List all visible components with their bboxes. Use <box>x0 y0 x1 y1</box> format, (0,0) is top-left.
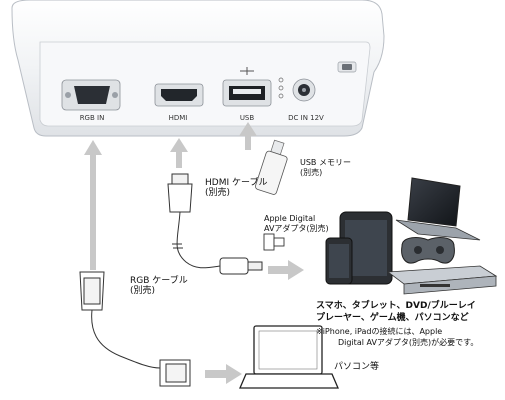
arrow-right-adapter <box>268 260 304 280</box>
iphone-ipad-note-line2: Digital AVアダプタ(別売)が必要です。 <box>338 338 479 347</box>
devices-caption-line2: プレーヤー、ゲーム機、パソコンなど <box>316 313 469 323</box>
apple-adapter-label-line2: AVアダプタ(別売) <box>264 224 329 233</box>
hdmi-cable <box>167 173 263 275</box>
hdmi-cable-label: HDMI ケーブル (別売) <box>205 178 267 198</box>
usb-memory-label: USB メモリー (別売) <box>300 158 351 178</box>
devices-caption-line1: スマホ、タブレット、DVD/ブルーレイ <box>316 301 476 311</box>
rgb-cable <box>79 271 191 387</box>
iphone-ipad-note-line1: ※iPhone, iPadの接続には、Apple <box>316 327 443 336</box>
arrow-right-pc <box>205 364 242 384</box>
usb-memory-label-line2: (別売) <box>300 168 323 177</box>
port-label-usb: USB <box>239 114 255 122</box>
usb-port <box>222 67 272 107</box>
arrow-up-rgb <box>84 140 102 270</box>
rgb-cable-label: RGB ケーブル (別売) <box>130 276 188 296</box>
usb-memory-stick <box>255 139 288 195</box>
dc-port <box>292 78 316 102</box>
apple-av-adapter <box>263 233 285 251</box>
port-label-hdmi: HDMI <box>168 114 188 122</box>
rgb-cable-label-line1: RGB ケーブル <box>130 276 188 286</box>
hdmi-cable-label-line1: HDMI ケーブル <box>205 178 268 188</box>
port-label-dc: DC IN 12V <box>288 114 324 122</box>
arrow-up-hdmi <box>170 138 188 168</box>
laptop-pc <box>239 325 339 389</box>
rgb-cable-label-line2: (別売) <box>130 286 156 296</box>
devices-caption: スマホ、タブレット、DVD/ブルーレイ プレーヤー、ゲーム機、パソコンなど <box>316 300 476 324</box>
apple-adapter-label-line1: Apple Digital <box>264 214 316 223</box>
hdmi-cable-label-line2: (別売) <box>205 188 231 198</box>
pc-label: パソコン等 <box>334 362 380 372</box>
smartphone-icon <box>325 237 353 285</box>
apple-adapter-label: Apple Digital AVアダプタ(別売) <box>264 214 329 234</box>
status-leds <box>278 77 284 99</box>
arrow-up-usb <box>239 122 257 150</box>
iphone-ipad-note: ※iPhone, iPadの接続には、Apple Digital AVアダプタ(… <box>316 326 478 348</box>
laptop-device <box>395 177 481 241</box>
port-label-rgb: RGB IN <box>79 114 105 122</box>
dvd-player <box>386 265 498 295</box>
usb-memory-label-line1: USB メモリー <box>300 158 351 167</box>
rgb-port <box>61 79 121 111</box>
game-controller <box>401 237 455 264</box>
hdmi-port <box>154 83 204 107</box>
